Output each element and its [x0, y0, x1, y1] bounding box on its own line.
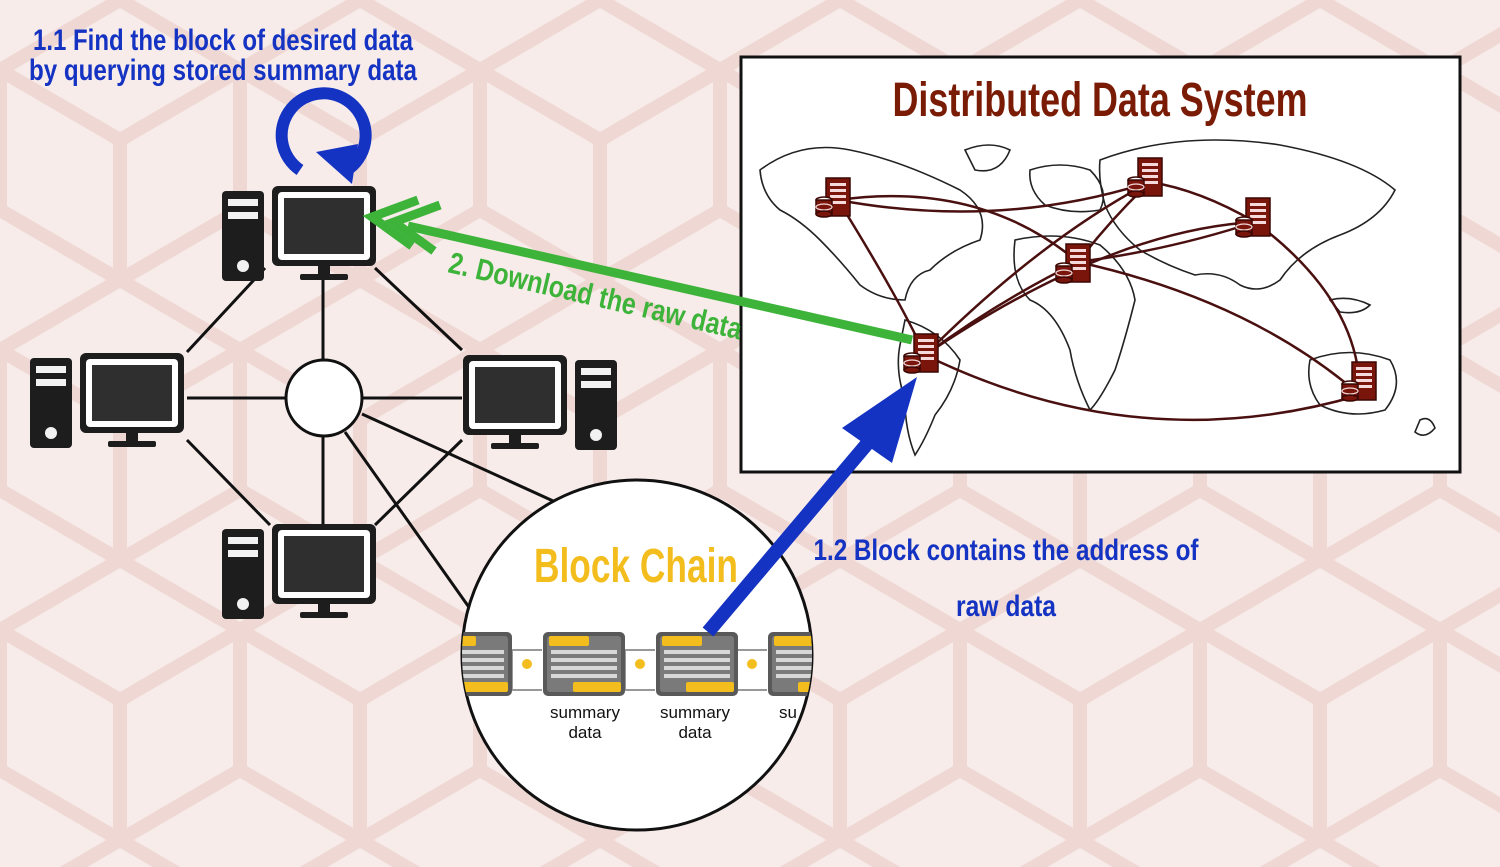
address-arrow — [702, 377, 917, 637]
desktop-computer-icon[interactable] — [222, 186, 376, 281]
block-label: su — [779, 703, 797, 722]
address-label-line1: 1.2 Block contains the address of — [814, 534, 1200, 567]
address-label-line2: raw data — [956, 590, 1056, 623]
block-label: summary — [550, 703, 620, 722]
blockchain-title: Block Chain — [534, 540, 738, 593]
block-icon — [543, 632, 625, 696]
block-icon — [768, 632, 812, 696]
network-hub-icon — [284, 358, 364, 438]
block-label: data — [678, 723, 712, 742]
find-block-label-line1: 1.1 Find the block of desired data — [33, 24, 413, 57]
block-icon — [462, 632, 512, 696]
distributed-system-panel — [739, 55, 1462, 474]
desktop-computer-icon[interactable] — [463, 355, 617, 450]
distributed-system-title: Distributed Data System — [893, 74, 1308, 127]
block-label: data — [568, 723, 602, 742]
desktop-computer-icon[interactable] — [30, 353, 184, 448]
block-label: summary — [660, 703, 730, 722]
network-connections — [185, 266, 563, 621]
download-arrow — [362, 195, 913, 345]
desktop-computer-icon[interactable] — [222, 524, 376, 619]
blockchain-panel: summary data summary data su — [460, 478, 814, 832]
find-block-label-line2: by querying stored summary data — [29, 54, 417, 87]
query-loop-icon — [275, 87, 372, 184]
block-icon — [656, 632, 738, 696]
